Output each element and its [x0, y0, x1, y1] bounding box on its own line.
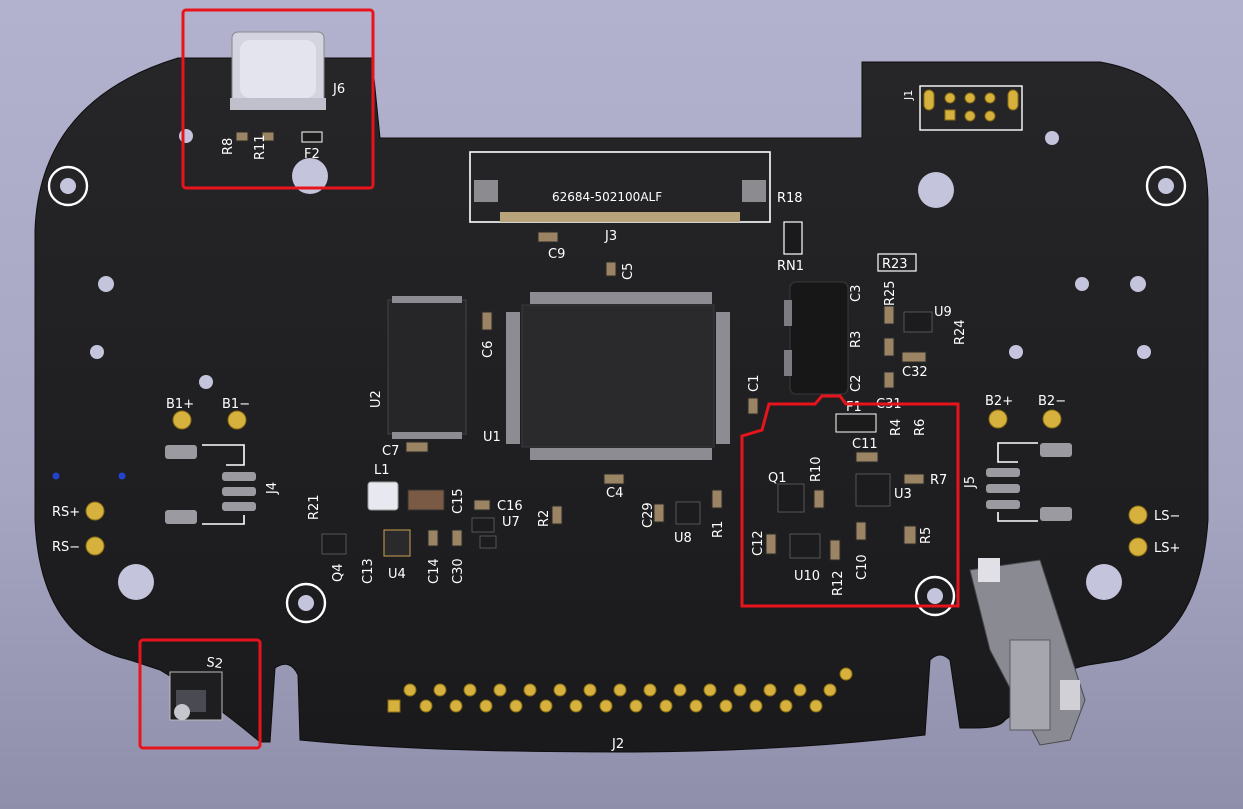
- label-b2-plus: B2+: [985, 394, 1013, 409]
- label-f1: F1: [846, 400, 862, 415]
- label-u2: U2: [369, 390, 384, 408]
- highlight-boxes: [138, 8, 960, 750]
- mounting-holes: [47, 129, 1187, 624]
- r23-frame: [877, 253, 917, 272]
- label-b1-minus: B1−: [222, 397, 250, 412]
- label-r7: R7: [930, 473, 947, 488]
- s2-switch: [169, 671, 223, 721]
- label-u9: U9: [934, 305, 952, 320]
- label-q1: Q1: [768, 471, 787, 486]
- silkscreen-labels: J6 R8 R11 F2 J1 62684-502100ALF J3 R18 R…: [52, 82, 1180, 752]
- label-u10: U10: [794, 569, 820, 584]
- highlight-switch-region: [138, 638, 262, 750]
- label-ls-minus: LS−: [1154, 509, 1180, 524]
- label-j2: J2: [611, 737, 624, 752]
- label-j1: J1: [902, 90, 915, 101]
- label-b1-plus: B1+: [166, 397, 194, 412]
- label-c6: C6: [481, 341, 496, 358]
- label-r3: R3: [849, 331, 864, 348]
- label-rn1: RN1: [777, 259, 804, 274]
- j5-connector: [986, 442, 1072, 522]
- label-c16: C16: [497, 499, 523, 514]
- j6-usbc-connector: [230, 31, 326, 110]
- label-r4: R4: [889, 419, 904, 436]
- label-r6: R6: [913, 419, 928, 436]
- label-u4: U4: [388, 567, 406, 582]
- label-j5: J5: [963, 476, 978, 489]
- label-r11: R11: [253, 134, 268, 160]
- label-c7: C7: [382, 444, 399, 459]
- label-r1: R1: [711, 521, 726, 538]
- rn1-resistor-network: [783, 221, 803, 255]
- label-l1: L1: [374, 463, 390, 478]
- label-c30: C30: [451, 558, 466, 584]
- j4-connector: [165, 444, 256, 525]
- label-c1: C1: [747, 375, 762, 392]
- label-r25: R25: [883, 280, 898, 306]
- label-u7: U7: [502, 515, 520, 530]
- label-c29: C29: [641, 502, 656, 528]
- label-c10: C10: [855, 554, 870, 580]
- label-c3: C3: [849, 285, 864, 302]
- label-r23: R23: [882, 257, 908, 272]
- battery-speaker-pads: [52, 409, 1148, 557]
- label-c5: C5: [621, 263, 636, 280]
- label-r10: R10: [809, 456, 824, 482]
- label-c4: C4: [606, 486, 623, 501]
- label-b2-minus: B2−: [1038, 394, 1066, 409]
- label-c12: C12: [751, 530, 766, 556]
- label-c13: C13: [361, 558, 376, 584]
- label-f2: F2: [304, 147, 320, 162]
- j2-pin-header: [387, 667, 853, 713]
- label-r12: R12: [831, 570, 846, 596]
- label-j3-part: 62684-502100ALF: [552, 190, 662, 204]
- label-u1: U1: [483, 430, 501, 445]
- u1-mcu-chip: [506, 292, 730, 460]
- label-s2: S2: [205, 655, 223, 672]
- label-rs-minus: RS−: [52, 540, 80, 555]
- label-ls-plus: LS+: [1154, 541, 1180, 556]
- label-r2: R2: [537, 510, 552, 527]
- j1-header: [919, 85, 1023, 131]
- label-c11: C11: [852, 437, 878, 452]
- small-passives: [235, 131, 933, 561]
- label-c14: C14: [427, 558, 442, 584]
- label-r8: R8: [221, 138, 236, 155]
- u2-memory-chip: [387, 296, 467, 439]
- j3-connector: [469, 151, 771, 223]
- label-c9: C9: [548, 247, 565, 262]
- label-u3: U3: [894, 487, 912, 502]
- label-r18: R18: [777, 191, 803, 206]
- label-c2: C2: [849, 375, 864, 392]
- label-j3: J3: [604, 229, 617, 244]
- label-j4: J4: [265, 482, 280, 495]
- label-r5: R5: [919, 527, 934, 544]
- label-c32: C32: [902, 365, 928, 380]
- label-r21: R21: [307, 494, 322, 520]
- label-r24: R24: [953, 319, 968, 345]
- label-j6: J6: [332, 82, 345, 97]
- inductor-module: [784, 281, 849, 395]
- label-q4: Q4: [331, 563, 346, 582]
- label-u8: U8: [674, 531, 692, 546]
- label-rs-plus: RS+: [52, 505, 80, 520]
- label-c15: C15: [451, 488, 466, 514]
- highlight-audio-region: [740, 394, 960, 608]
- audio-jack: [969, 558, 1086, 746]
- highlight-usb-region: [181, 8, 375, 190]
